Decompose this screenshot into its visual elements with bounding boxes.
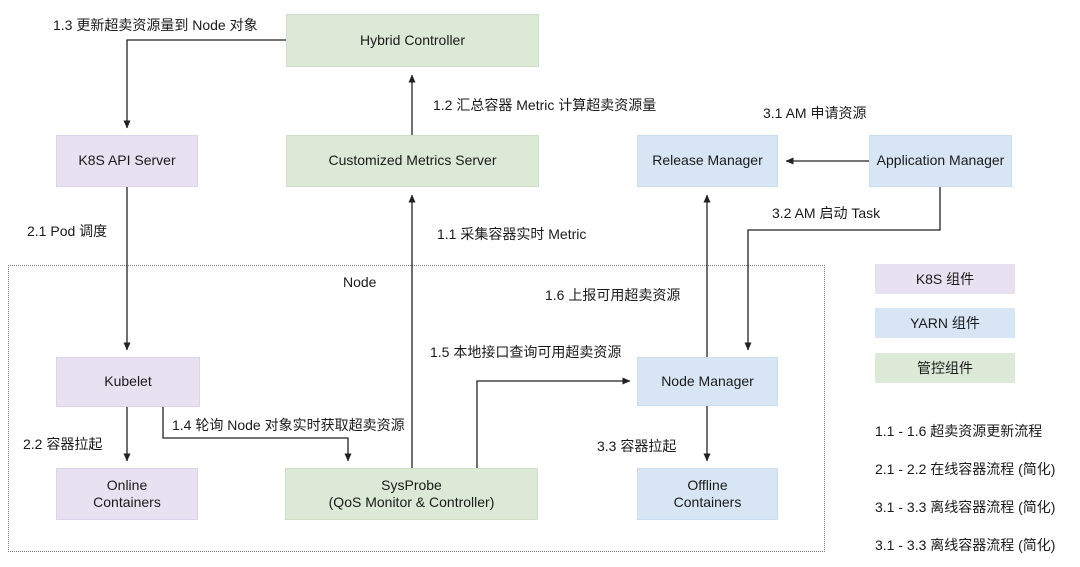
node-sysprobe: SysProbe(QoS Monitor & Controller)	[285, 468, 538, 520]
legend-swatches: K8S 组件 YARN 组件管控组件	[875, 264, 1015, 383]
legend-swatch-k8s: K8S 组件	[875, 264, 1015, 294]
node-k8s-api-server: K8S API Server	[56, 135, 198, 187]
node-label: Containers	[673, 494, 742, 510]
edge-label-2-2: 2.2 容器拉起	[23, 436, 103, 452]
edge-label-3-1: 3.1 AM 申请资源	[763, 105, 867, 121]
legend-flow-line-3: 3.1 - 3.3 离线容器流程 (简化)	[875, 499, 1056, 515]
node-customized-metrics-server: Customized Metrics Server	[286, 135, 539, 187]
node-label: (QoS Monitor & Controller)	[328, 494, 495, 510]
node-label: Offline	[687, 476, 728, 493]
node-label: Online	[106, 476, 148, 493]
node-release-manager: Release Manager	[637, 135, 778, 187]
edge-label-3-2: 3.2 AM 启动 Task	[772, 205, 881, 221]
node-application-manager: Application Manager	[869, 135, 1012, 187]
legend-flow-line-4: 3.1 - 3.3 离线容器流程 (简化)	[875, 537, 1056, 553]
edge-label-1-5: 1.5 本地接口查询可用超卖资源	[430, 344, 622, 360]
node-label: Node Manager	[661, 372, 754, 389]
edge-label-2-1: 2.1 Pod 调度	[27, 223, 108, 239]
edge-label-3-3: 3.3 容器拉起	[597, 438, 677, 454]
legend-flow-list: 1.1 - 1.6 超卖资源更新流程 2.1 - 2.2 在线容器流程 (简化) 3…	[875, 421, 1075, 567]
node-label: K8S API Server	[78, 152, 176, 169]
node-kubelet: Kubelet	[56, 357, 200, 407]
node-label: Application Manager	[876, 152, 1005, 169]
node-label: Containers	[93, 494, 161, 510]
legend-swatch-yarn: YARN 组件	[875, 308, 1015, 338]
node-label: SysProbe	[381, 476, 442, 493]
edge-label-1-3: 1.3 更新超卖资源量到 Node 对象	[53, 17, 258, 33]
node-group-box	[8, 265, 825, 552]
edge-label-1-6: 1.6 上报可用超卖资源	[545, 287, 681, 303]
node-label: Hybrid Controller	[359, 31, 466, 48]
edge-label-1-4: 1.4 轮询 Node 对象实时获取超卖资源	[172, 417, 405, 433]
legend-flow-line-1: 1.1 - 1.6 超卖资源更新流程	[875, 423, 1043, 439]
legend-flow-line-2: 2.1 - 2.2 在线容器流程 (简化)	[875, 461, 1056, 477]
node-label: Release Manager	[652, 152, 763, 169]
node-label: Kubelet	[104, 373, 152, 390]
legend-swatch-mgmt: 管控组件	[875, 353, 1015, 383]
node-group-label: Node	[343, 274, 377, 290]
edge-label-1-2: 1.2 汇总容器 Metric 计算超卖资源量	[433, 97, 657, 113]
edge-label-1-1: 1.1 采集容器实时 Metric	[437, 226, 587, 242]
node-hybrid-controller: Hybrid Controller	[286, 14, 539, 67]
node-label: Customized Metrics Server	[328, 152, 497, 169]
arrow-1-3	[123, 39, 286, 129]
node-node-manager: Node Manager	[637, 357, 778, 406]
